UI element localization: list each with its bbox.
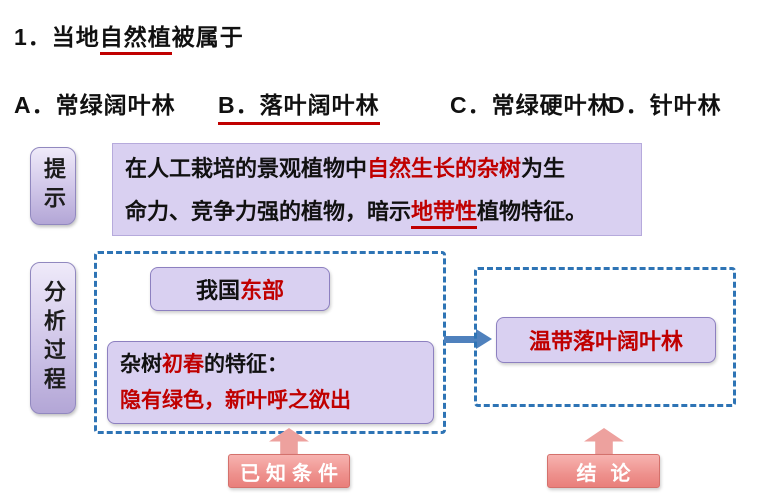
question-title: 1．当地自然植被属于 bbox=[14, 18, 244, 55]
arrow-right-head-icon bbox=[476, 329, 492, 349]
arrow-right-icon bbox=[444, 336, 476, 343]
hint-line1-text: 在人工栽培的景观植物中 bbox=[125, 156, 368, 181]
option-d: D．针叶林 bbox=[608, 92, 722, 118]
question-title-prefix: 1．当地 bbox=[14, 24, 100, 50]
hint-line-1: 在人工栽培的景观植物中自然生长的杂树为生 bbox=[125, 147, 629, 190]
conclusion-group bbox=[474, 267, 736, 407]
feature-line-1: 杂树初春的特征： bbox=[120, 347, 421, 383]
feature-tail: 的特征： bbox=[204, 353, 288, 376]
analysis-label: 分析过程 bbox=[30, 262, 76, 414]
conclusion-label: 结论 bbox=[547, 454, 660, 488]
hint-line1-highlight: 自然生长的杂树 bbox=[367, 156, 522, 181]
hint-line2-text: 命力、竞争力强的植物，暗示 bbox=[125, 199, 412, 224]
result-box: 温带落叶阔叶林 bbox=[496, 317, 716, 363]
hint-line2-tail: 植物特征。 bbox=[477, 199, 588, 224]
feature-text: 杂树 bbox=[120, 353, 162, 376]
feature-highlight: 初春 bbox=[162, 353, 204, 376]
hint-label: 提示 bbox=[30, 147, 76, 225]
option-b: B．落叶阔叶林 bbox=[218, 86, 380, 125]
region-box: 我国东部 bbox=[150, 267, 330, 311]
hint-box: 在人工栽培的景观植物中自然生长的杂树为生 命力、竞争力强的植物，暗示地带性植物特… bbox=[112, 143, 642, 236]
hint-line1-tail: 为生 bbox=[521, 156, 566, 181]
option-c: C．常绿硬叶林 bbox=[450, 92, 612, 118]
question-title-suffix: 被属于 bbox=[171, 24, 244, 50]
option-a: A．常绿阔叶林 bbox=[14, 92, 176, 118]
arrow-up-icon bbox=[584, 428, 624, 456]
region-text: 我国 bbox=[195, 278, 240, 303]
region-highlight: 东部 bbox=[240, 278, 285, 303]
hint-line-2: 命力、竞争力强的植物，暗示地带性植物特征。 bbox=[125, 190, 629, 233]
known-conditions-label: 已知条件 bbox=[228, 454, 350, 488]
feature-box: 杂树初春的特征： 隐有绿色，新叶呼之欲出 bbox=[107, 341, 434, 424]
feature-line-2: 隐有绿色，新叶呼之欲出 bbox=[120, 389, 351, 412]
question-title-underlined: 自然植 bbox=[99, 24, 172, 55]
hint-line2-highlight: 地带性 bbox=[411, 199, 478, 229]
